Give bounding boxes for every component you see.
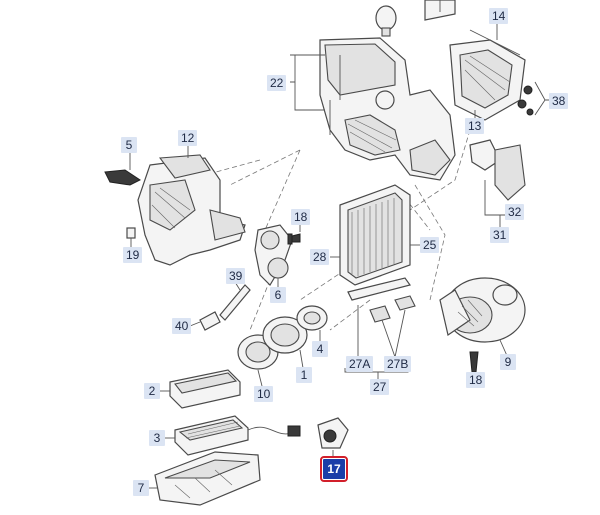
callout-27[interactable]: 27	[370, 379, 390, 395]
actuator-part	[469, 139, 526, 201]
sensor-part	[375, 5, 397, 37]
heat-exchanger-part	[449, 29, 526, 121]
leader-22	[290, 54, 325, 111]
assembly-guide-line	[204, 159, 261, 176]
switch-17-part	[317, 417, 349, 449]
upper-housing-part	[319, 37, 456, 181]
clip-19-part	[126, 227, 136, 239]
screw-part	[469, 351, 479, 373]
filter-element-3-part	[174, 415, 301, 456]
pollen-filter-part	[339, 184, 411, 286]
callout-3[interactable]: 3	[149, 430, 165, 446]
filter-element-2-part	[169, 369, 241, 409]
callout-38[interactable]: 38	[549, 93, 569, 109]
blower-motor-part	[439, 277, 526, 343]
callout-17-selected[interactable]: 17	[320, 456, 348, 482]
callout-4[interactable]: 4	[312, 341, 328, 357]
lever-part	[199, 311, 221, 331]
callout-28[interactable]: 28	[310, 249, 330, 265]
callout-10[interactable]: 10	[254, 386, 274, 402]
callout-32[interactable]: 32	[505, 204, 525, 220]
bracket-5-part	[104, 169, 141, 186]
callout-9[interactable]: 9	[500, 354, 516, 370]
callout-7[interactable]: 7	[133, 480, 149, 496]
callout-13[interactable]: 13	[465, 118, 485, 134]
callout-27B[interactable]: 27B	[384, 356, 412, 372]
callout-5[interactable]: 5	[121, 137, 137, 153]
callout-18-upper[interactable]: 18	[291, 209, 311, 225]
callout-14[interactable]: 14	[489, 8, 509, 24]
lower-housing-part	[137, 154, 246, 266]
callout-1[interactable]: 1	[296, 367, 312, 383]
callout-6[interactable]: 6	[270, 287, 286, 303]
callout-12[interactable]: 12	[178, 130, 198, 146]
callout-31[interactable]: 31	[490, 227, 510, 243]
callout-19[interactable]: 19	[123, 247, 143, 263]
servomotor-part	[254, 224, 301, 286]
rod-part	[219, 284, 251, 321]
callout-40[interactable]: 40	[172, 318, 192, 334]
seal-strips-part	[347, 277, 416, 323]
seal-rings-part	[237, 305, 328, 370]
callout-25[interactable]: 25	[420, 237, 440, 253]
clip-parts	[517, 85, 534, 116]
callout-22[interactable]: 22	[267, 75, 287, 91]
callout-27A[interactable]: 27A	[346, 356, 374, 372]
bottom-housing-part	[154, 451, 261, 506]
callout-39[interactable]: 39	[226, 268, 246, 284]
callout-2[interactable]: 2	[144, 383, 160, 399]
callout-18-lower[interactable]: 18	[466, 372, 486, 388]
